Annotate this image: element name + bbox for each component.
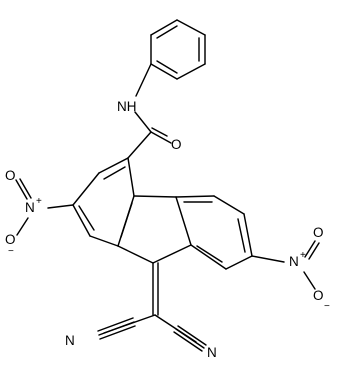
left-nitro-nitrogen-label: N bbox=[25, 200, 35, 215]
five-membered-ring bbox=[117, 195, 192, 264]
amide-oxygen-label: O bbox=[171, 137, 182, 152]
left-nitro-plus-charge: + bbox=[36, 196, 42, 207]
right-nitro-nitrogen-label: N bbox=[289, 254, 299, 269]
right-nitro-bottom-oxygen-label: O bbox=[313, 288, 324, 303]
left-nitro-bottom-oxygen-label: O bbox=[5, 232, 16, 247]
left-nitro-minus-charge: − bbox=[8, 246, 14, 257]
phenyl-ring bbox=[150, 19, 206, 80]
right-nitro-top-oxygen-label: O bbox=[313, 225, 324, 240]
nitro-bonds bbox=[15, 178, 320, 290]
right-aromatic-ring bbox=[175, 195, 253, 270]
left-aromatic-ring bbox=[72, 157, 135, 247]
amide-nh-label: NH bbox=[117, 99, 137, 114]
dicyanomethylene-bonds bbox=[97, 262, 207, 352]
right-nitrile-nitrogen-label: N bbox=[207, 345, 217, 360]
left-nitro-top-oxygen-label: O bbox=[5, 168, 16, 183]
right-nitro-plus-charge: + bbox=[300, 250, 306, 261]
left-nitrile-nitrogen-label: N bbox=[65, 333, 75, 348]
amide-bonds bbox=[127, 63, 172, 159]
right-nitro-minus-charge: − bbox=[324, 301, 330, 312]
